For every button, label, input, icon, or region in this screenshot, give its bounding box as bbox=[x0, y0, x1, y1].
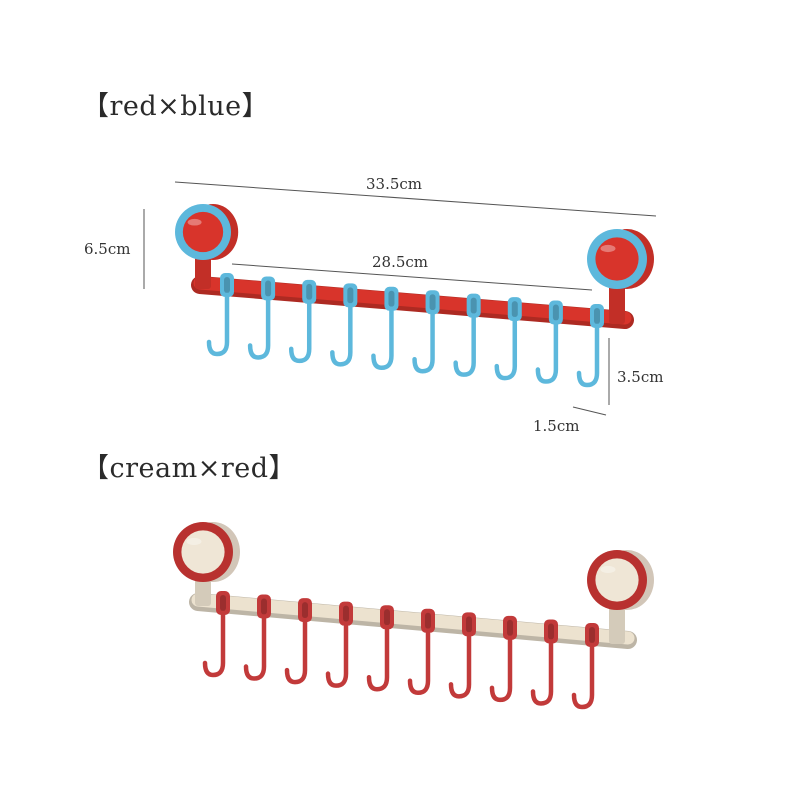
dimension-height: 6.5cm bbox=[84, 240, 131, 258]
rack-left-support bbox=[195, 250, 211, 289]
rack-cream-red bbox=[173, 522, 654, 710]
hook-clip-inner bbox=[261, 598, 267, 615]
right-suction-cup bbox=[587, 229, 654, 289]
hook-clip-inner bbox=[306, 283, 313, 300]
hook-width-line bbox=[572, 406, 607, 416]
variant-title-cream-red: 【cream×red】 bbox=[82, 453, 296, 484]
hook bbox=[453, 293, 481, 377]
left-suction-cup-highlight bbox=[187, 218, 202, 226]
hook-shank bbox=[243, 614, 267, 681]
hook bbox=[243, 594, 271, 681]
hook bbox=[494, 297, 522, 381]
left-suction-cup bbox=[173, 522, 240, 582]
hook-shank bbox=[366, 624, 390, 692]
hook-clip-inner bbox=[470, 297, 477, 314]
hook-clip-inner bbox=[220, 595, 226, 611]
hook-shank bbox=[530, 639, 554, 706]
hook-clip-inner bbox=[347, 287, 354, 304]
dimension-hook-length: 3.5cm bbox=[617, 368, 664, 386]
left-suction-cup-highlight bbox=[186, 537, 202, 546]
hook bbox=[247, 276, 276, 360]
hook-shank bbox=[371, 306, 394, 371]
right-suction-cup-face bbox=[595, 558, 639, 602]
hook-clip-inner bbox=[552, 304, 559, 321]
dimension-lines bbox=[143, 181, 657, 416]
hook-shank bbox=[288, 299, 312, 364]
hook bbox=[325, 601, 353, 688]
hook bbox=[535, 300, 563, 384]
left-suction-cup-face bbox=[181, 530, 225, 574]
hook-shank bbox=[330, 303, 353, 367]
hook-shank bbox=[412, 309, 435, 374]
hook-clip-inner bbox=[265, 280, 272, 297]
hook-shank bbox=[571, 642, 595, 710]
rack-red-blue bbox=[175, 204, 654, 388]
hook-clip-inner bbox=[224, 277, 230, 293]
hook bbox=[407, 608, 435, 696]
rack-right-support bbox=[609, 277, 625, 324]
hook bbox=[489, 615, 517, 703]
hook-shank bbox=[206, 292, 230, 357]
hook-clip-inner bbox=[511, 301, 518, 318]
hook-clip-inner bbox=[466, 616, 472, 633]
hook-clip-inner bbox=[384, 609, 390, 626]
hook-clip-inner bbox=[589, 627, 595, 643]
hook-shank bbox=[489, 635, 513, 703]
hook-shank bbox=[202, 610, 226, 678]
dimension-bar-length: 28.5cm bbox=[372, 253, 429, 271]
hook-clip-inner bbox=[594, 308, 600, 324]
hook-shank bbox=[453, 313, 476, 377]
hook bbox=[412, 290, 440, 374]
hook-clip-inner bbox=[388, 290, 395, 307]
right-suction-cup-highlight bbox=[600, 244, 616, 253]
hook bbox=[366, 605, 394, 692]
variant-title-red-blue: 【red×blue】 bbox=[82, 91, 270, 122]
hook bbox=[330, 283, 358, 367]
hook bbox=[284, 598, 312, 685]
hook-clip-inner bbox=[425, 612, 431, 629]
hook-shank bbox=[494, 316, 518, 381]
right-suction-cup-highlight bbox=[600, 565, 616, 574]
right-suction-cup bbox=[587, 550, 654, 610]
hook bbox=[576, 304, 604, 388]
hook bbox=[571, 623, 599, 710]
bar-length-line bbox=[231, 263, 593, 291]
total-length-line bbox=[174, 181, 657, 217]
hook bbox=[202, 591, 230, 678]
hook-clip-inner bbox=[548, 623, 554, 640]
left-suction-cup bbox=[175, 204, 239, 260]
hook-shank bbox=[448, 632, 472, 699]
left-suction-cup-face bbox=[182, 211, 224, 253]
hook-clip-inner bbox=[343, 605, 349, 622]
hook-shank bbox=[284, 617, 308, 685]
hook-clip-inner bbox=[302, 602, 308, 619]
hook-clip-inner bbox=[507, 619, 513, 636]
hook bbox=[206, 273, 234, 357]
hook-shank bbox=[407, 628, 431, 696]
hook bbox=[448, 612, 476, 699]
hook-clip-inner bbox=[429, 294, 436, 311]
hook bbox=[371, 286, 399, 371]
hook-shank bbox=[325, 621, 349, 688]
hook-shank bbox=[576, 323, 600, 388]
dimension-total-length: 33.5cm bbox=[366, 175, 423, 193]
hook bbox=[288, 279, 317, 364]
hook-shank bbox=[535, 320, 559, 384]
hook bbox=[530, 619, 558, 706]
right-suction-cup-face bbox=[595, 237, 639, 281]
dimension-hook-width: 1.5cm bbox=[533, 417, 580, 435]
hook-shank bbox=[247, 296, 271, 360]
